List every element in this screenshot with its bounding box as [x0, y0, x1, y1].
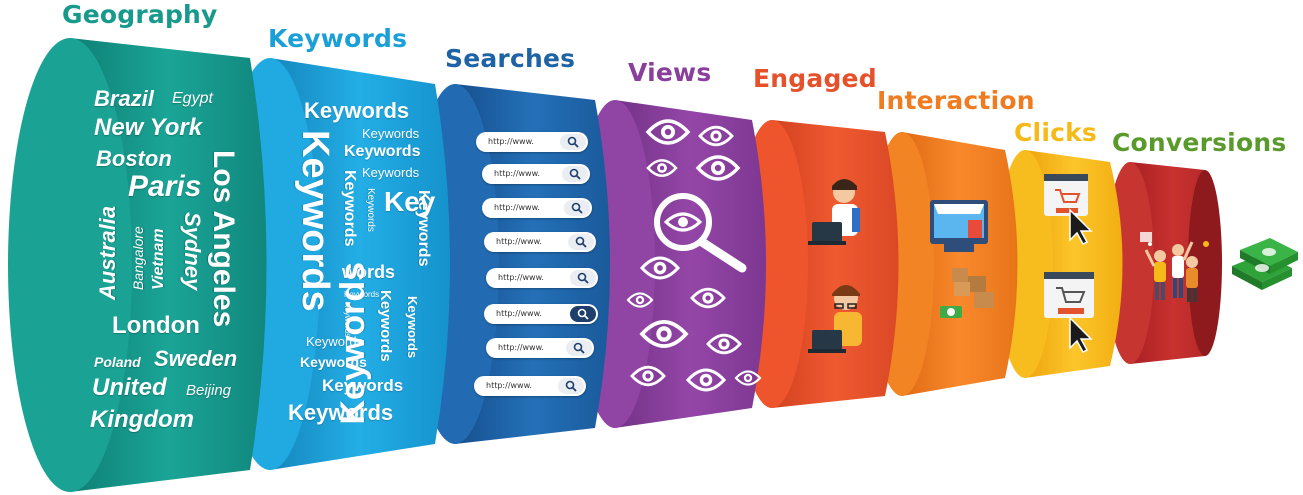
keyword-word: words — [342, 262, 396, 282]
search-bar: http://www. — [482, 198, 592, 218]
celebrating-people-icon — [1140, 232, 1209, 302]
search-bar-url: http://www. — [494, 169, 540, 178]
geo-word: Boston — [96, 146, 172, 171]
magnifier-icon — [566, 340, 592, 356]
eye-icon — [706, 333, 742, 355]
keyword-word: Keywords — [415, 190, 432, 267]
magnifier-icon — [558, 378, 584, 394]
search-bar: http://www. — [484, 232, 596, 252]
magnifier-icon — [560, 134, 586, 150]
keyword-word: Keywords — [341, 170, 358, 247]
search-bar-url: http://www. — [488, 137, 534, 146]
keyword-word: Key — [384, 186, 436, 217]
eye-icon — [646, 159, 678, 177]
geo-word: United — [92, 374, 167, 401]
eye-icon — [639, 319, 689, 349]
keyword-word: Keywords — [405, 296, 420, 359]
geo-word: Los Angeles — [207, 150, 240, 328]
money-stack-icon — [1232, 238, 1298, 290]
search-bar: http://www. — [476, 132, 588, 152]
stage-title-keywords: Keywords — [268, 24, 408, 53]
eye-icon — [698, 125, 734, 147]
search-bar-url: http://www. — [494, 203, 540, 212]
search-bar-url: http://www. — [496, 309, 542, 318]
cursor-icon — [1069, 208, 1093, 245]
magnifier-icon — [570, 306, 596, 322]
geo-word: Paris — [128, 170, 202, 203]
stage-title-interaction: Interaction — [877, 86, 1035, 115]
keyword-word: Keywords — [304, 98, 410, 123]
person-laptop-icon — [808, 179, 860, 245]
browser-cart-icon — [1044, 174, 1088, 216]
stage-title-clicks: Clicks — [1014, 118, 1098, 147]
search-bar: http://www. — [486, 268, 598, 288]
geo-word: Brazil — [94, 86, 154, 111]
keyword-word: Keywords — [322, 376, 404, 395]
magnifier-icon — [568, 234, 594, 250]
geography-segment — [8, 38, 267, 492]
search-bar-url: http://www. — [496, 237, 542, 246]
search-bar: http://www. — [482, 164, 590, 184]
magnifier-icon — [564, 200, 590, 216]
geo-word: London — [112, 312, 200, 339]
stage-title-engaged: Engaged — [753, 64, 877, 93]
keyword-word: Keywords — [365, 188, 376, 232]
views-eye-icons — [626, 119, 762, 392]
geo-word: Beijing — [186, 382, 232, 399]
search-bar-url: http://www. — [498, 273, 544, 282]
browser-cart-icon — [1044, 272, 1094, 318]
keyword-word: Keywords — [294, 130, 336, 312]
keyword-word: Keywords — [377, 290, 394, 362]
magnifier-icon — [562, 166, 588, 182]
stage-title-geography: Geography — [62, 0, 218, 29]
eye-icon — [645, 119, 691, 145]
keyword-word: Keywords — [344, 143, 421, 160]
geo-word: New York — [94, 114, 203, 141]
keyword-word: Keywords — [306, 334, 364, 349]
geo-word: Sweden — [154, 346, 238, 371]
keyword-word: Keywords — [334, 262, 372, 425]
search-bar-url: http://www. — [486, 381, 532, 390]
geo-word: Egypt — [172, 90, 213, 107]
eye-icon — [626, 292, 654, 308]
stage-title-conversions: Conversions — [1112, 128, 1287, 157]
keyword-word: Keywords — [362, 126, 420, 141]
eye-icon — [690, 287, 726, 309]
eye-icon — [695, 155, 741, 181]
geo-word: Poland — [94, 354, 141, 370]
geo-word: Sydney — [180, 212, 205, 291]
cursor-icon — [1069, 316, 1093, 353]
stage-title-searches: Searches — [445, 44, 576, 73]
person-laptop-icon — [808, 285, 862, 353]
keyword-word: Keywords — [362, 165, 420, 180]
keyword-word: Keywords — [288, 400, 394, 425]
geo-word: Australia — [95, 205, 120, 300]
keyword-word: Keywords — [300, 354, 367, 370]
magnifier-icon — [570, 270, 596, 286]
search-bar-url: http://www. — [498, 343, 544, 352]
eye-icon — [630, 365, 666, 387]
geo-word: Vietnam — [150, 228, 167, 290]
keyword-word: Keywords — [344, 290, 380, 299]
stage-title-views: Views — [628, 58, 712, 87]
search-bar: http://www. — [474, 376, 586, 396]
online-shop-icon — [930, 200, 994, 318]
eye-icon — [734, 370, 762, 386]
search-bar: http://www. — [486, 338, 594, 358]
eye-icon — [639, 256, 681, 280]
magnifier-icon — [654, 193, 747, 273]
eye-icon — [685, 368, 727, 392]
search-bar: http://www. — [484, 304, 598, 324]
geo-word: Kingdom — [90, 406, 194, 433]
geo-word: Bangalore — [130, 226, 146, 290]
